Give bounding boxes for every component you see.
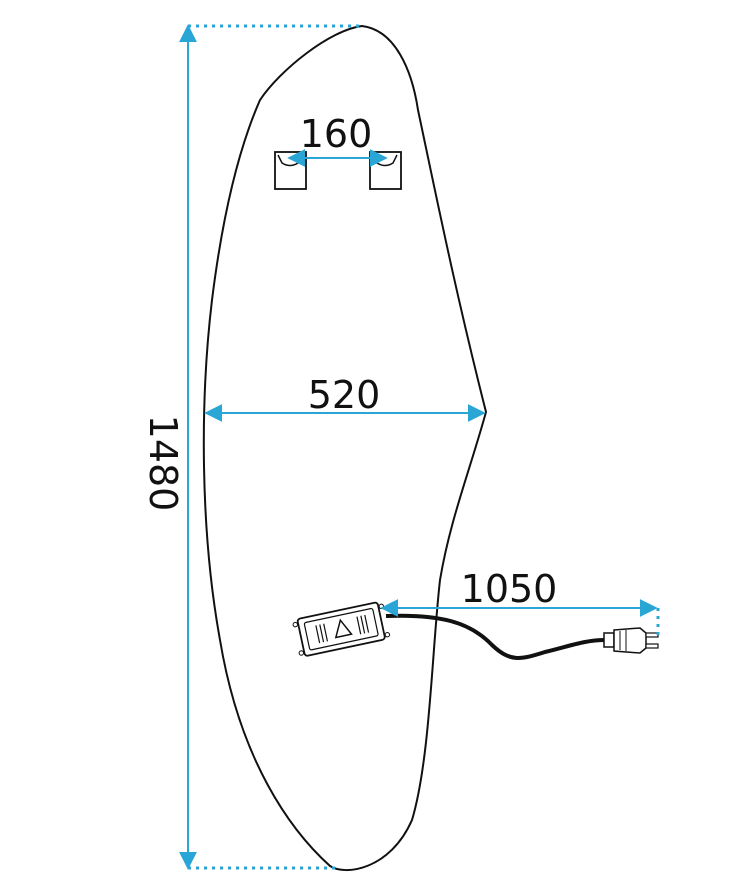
- cable-length-label: 1050: [461, 567, 558, 611]
- mount-spacing-dimension: 160: [287, 112, 388, 167]
- warning-triangle-icon: [334, 618, 353, 639]
- height-label: 1480: [141, 415, 185, 512]
- cable-length-dimension: 1050: [380, 567, 660, 640]
- mirror-outline: [202, 24, 488, 872]
- driver-box: [292, 601, 391, 657]
- power-cable: [385, 613, 606, 660]
- height-dimension: 1480: [141, 24, 362, 870]
- width-dimension: 520: [204, 373, 486, 422]
- power-plug-icon: [603, 627, 659, 654]
- mount-spacing-label: 160: [300, 112, 373, 156]
- width-label: 520: [308, 373, 381, 417]
